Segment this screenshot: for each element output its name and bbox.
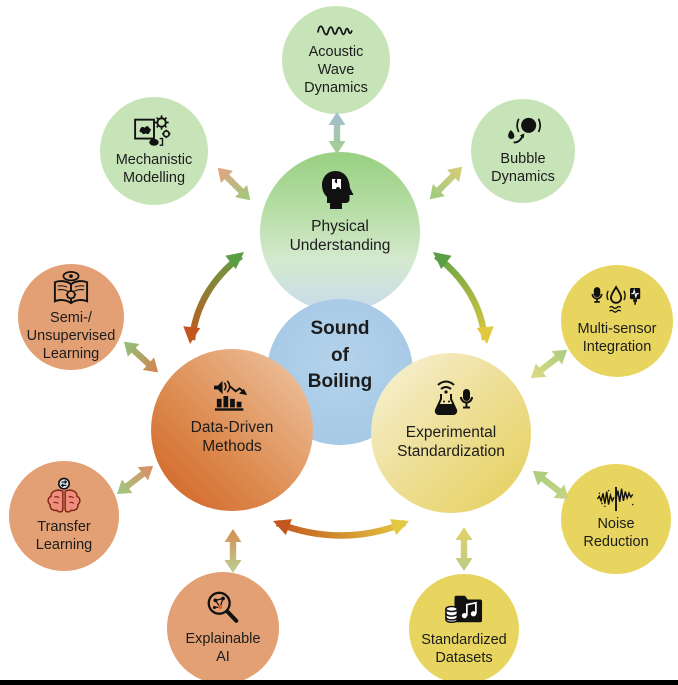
node-label: Mechanistic Modelling [115, 152, 193, 186]
node-label: Data-Driven Methods [190, 418, 274, 455]
beaker-microphone-icon [428, 377, 474, 419]
node-label: Physical Understanding [289, 217, 391, 254]
node-label: Experimental Standardization [397, 423, 505, 460]
node-label: Semi-/ Unsupervised Learning [26, 310, 116, 362]
book-eye-gear-icon [50, 270, 92, 306]
node-bubble-dynamics: Bubble Dynamics [471, 99, 575, 203]
node-data-driven-methods: Data-Driven Methods [151, 349, 313, 511]
node-standardized-datasets: Standardized Datasets [409, 574, 519, 684]
node-multi-sensor-integration: Multi-sensor Integration [561, 265, 673, 377]
noisy-waveform-icon [593, 486, 639, 512]
arrow-acoustic-physical [328, 112, 346, 154]
node-experimental-standardization: Experimental Standardization [371, 353, 531, 513]
diagram-title: Sound of Boiling [307, 318, 373, 393]
arrow-datadriven-experimental-cycle [273, 519, 409, 539]
node-label: Acoustic Wave Dynamics [304, 44, 368, 96]
arrow-multisensor-experimental [530, 349, 568, 379]
arrow-bubble-physical [429, 166, 463, 200]
node-mechanistic-modelling: Mechanistic Modelling [100, 97, 208, 205]
bubbles-icon [502, 115, 544, 147]
node-label: Multi-sensor Integration [577, 321, 657, 355]
node-label: Transfer Learning [35, 519, 93, 553]
node-noise-reduction: Noise Reduction [561, 464, 671, 574]
arrow-mechanistic-physical [217, 167, 251, 201]
arrow-standardized-experimental [455, 527, 473, 571]
figure-border-bottom [0, 680, 678, 685]
arrow-semi-datadriven [123, 341, 159, 373]
node-acoustic-wave-dynamics: Acoustic Wave Dynamics [282, 6, 390, 114]
magnifier-network-icon [204, 589, 242, 627]
head-puzzle-icon [320, 169, 360, 213]
node-label: Bubble Dynamics [491, 151, 555, 185]
arrow-physical-datadriven-cycle [183, 252, 244, 344]
brain-transfer-icon [42, 477, 86, 515]
node-transfer-learning: Transfer Learning [9, 461, 119, 571]
mic-droplet-sensor-icon [591, 285, 643, 317]
node-physical-understanding: Physical Understanding [260, 152, 420, 312]
node-label: Standardized Datasets [421, 632, 507, 666]
node-label: Noise Reduction [583, 516, 649, 550]
arrow-explainable-datadriven [224, 529, 242, 573]
arrow-physical-experimental-cycle [433, 252, 494, 344]
node-explainable-ai: Explainable AI [167, 572, 279, 684]
sound-wave-icon [314, 22, 358, 40]
folder-music-database-icon [443, 590, 485, 628]
model-gears-icon [132, 114, 176, 148]
node-semi-unsupervised-learning: Semi-/ Unsupervised Learning [18, 264, 124, 370]
node-label: Explainable AI [185, 631, 261, 665]
speaker-bar-chart-icon [210, 378, 254, 414]
arrow-transfer-datadriven [116, 465, 154, 495]
